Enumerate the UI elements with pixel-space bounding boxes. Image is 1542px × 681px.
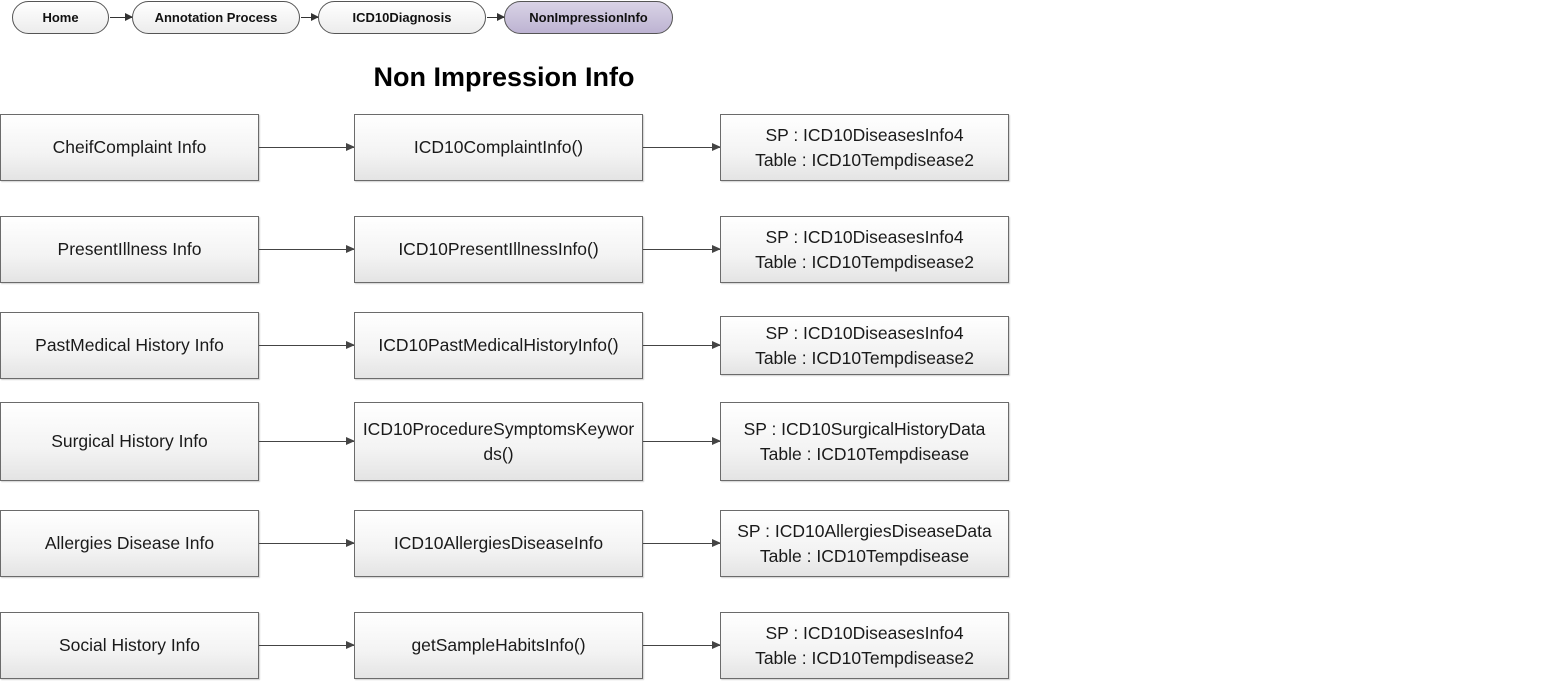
- method-label: ICD10PresentIllnessInfo(): [398, 239, 599, 259]
- arrow-icon: [643, 245, 721, 253]
- source-label: PresentIllness Info: [57, 239, 202, 259]
- source-box: Social History Info: [0, 612, 259, 679]
- source-label: Allergies Disease Info: [44, 533, 215, 553]
- method-label: ICD10ComplaintInfo(): [413, 137, 584, 157]
- table-label: Table : ICD10Tempdisease: [759, 545, 970, 566]
- db-box: SP : ICD10DiseasesInfo4 Table : ICD10Tem…: [720, 216, 1009, 283]
- method-box: ICD10ComplaintInfo(): [354, 114, 643, 181]
- method-label: ICD10AllergiesDiseaseInfo: [393, 533, 604, 553]
- method-box: ICD10ProcedureSymptomsKeywords(): [354, 402, 643, 481]
- db-box: SP : ICD10DiseasesInfo4 Table : ICD10Tem…: [720, 114, 1009, 181]
- method-label: ICD10PastMedicalHistoryInfo(): [378, 335, 619, 355]
- arrow-icon: [643, 539, 721, 547]
- source-box: Allergies Disease Info: [0, 510, 259, 577]
- breadcrumb-home[interactable]: Home: [12, 1, 109, 34]
- sp-label: SP : ICD10AllergiesDiseaseData: [737, 520, 992, 541]
- method-label: ICD10ProcedureSymptomsKeywords(): [362, 418, 635, 464]
- method-box: ICD10PastMedicalHistoryInfo(): [354, 312, 643, 379]
- sp-label: SP : ICD10SurgicalHistoryData: [743, 418, 986, 439]
- db-box: SP : ICD10DiseasesInfo4 Table : ICD10Tem…: [720, 316, 1009, 375]
- arrow-icon: [259, 641, 355, 649]
- db-box: SP : ICD10SurgicalHistoryData Table : IC…: [720, 402, 1009, 481]
- sp-label: SP : ICD10DiseasesInfo4: [765, 322, 964, 343]
- source-label: CheifComplaint Info: [52, 137, 207, 157]
- method-box: getSampleHabitsInfo(): [354, 612, 643, 679]
- breadcrumb-arrow-icon: [301, 13, 319, 21]
- arrow-icon: [259, 245, 355, 253]
- method-label: getSampleHabitsInfo(): [411, 635, 586, 655]
- table-label: Table : ICD10Tempdisease2: [755, 347, 974, 368]
- breadcrumb-arrow-icon: [110, 13, 133, 21]
- sp-label: SP : ICD10DiseasesInfo4: [765, 226, 964, 247]
- arrow-icon: [643, 437, 721, 445]
- db-box: SP : ICD10AllergiesDiseaseData Table : I…: [720, 510, 1009, 577]
- breadcrumb-arrow-icon: [487, 13, 505, 21]
- table-label: Table : ICD10Tempdisease2: [755, 149, 974, 170]
- breadcrumb-icd10diagnosis[interactable]: ICD10Diagnosis: [318, 1, 486, 34]
- page-title: Non Impression Info: [373, 62, 635, 92]
- db-box: SP : ICD10DiseasesInfo4 Table : ICD10Tem…: [720, 612, 1009, 679]
- source-label: PastMedical History Info: [35, 335, 224, 355]
- arrow-icon: [259, 143, 355, 151]
- arrow-icon: [259, 539, 355, 547]
- table-label: Table : ICD10Tempdisease2: [755, 647, 974, 668]
- arrow-icon: [259, 341, 355, 349]
- method-box: ICD10AllergiesDiseaseInfo: [354, 510, 643, 577]
- method-box: ICD10PresentIllnessInfo(): [354, 216, 643, 283]
- arrow-icon: [259, 437, 355, 445]
- table-label: Table : ICD10Tempdisease2: [755, 251, 974, 272]
- sp-label: SP : ICD10DiseasesInfo4: [765, 124, 964, 145]
- source-box: PresentIllness Info: [0, 216, 259, 283]
- breadcrumb-nonimpressioninfo[interactable]: NonImpressionInfo: [504, 1, 673, 34]
- source-label: Surgical History Info: [51, 431, 208, 451]
- breadcrumb-annotation-process[interactable]: Annotation Process: [132, 1, 300, 34]
- source-label: Social History Info: [58, 635, 201, 655]
- arrow-icon: [643, 341, 721, 349]
- source-box: CheifComplaint Info: [0, 114, 259, 181]
- sp-label: SP : ICD10DiseasesInfo4: [765, 622, 964, 643]
- arrow-icon: [643, 143, 721, 151]
- source-box: PastMedical History Info: [0, 312, 259, 379]
- arrow-icon: [643, 641, 721, 649]
- source-box: Surgical History Info: [0, 402, 259, 481]
- table-label: Table : ICD10Tempdisease: [759, 443, 970, 464]
